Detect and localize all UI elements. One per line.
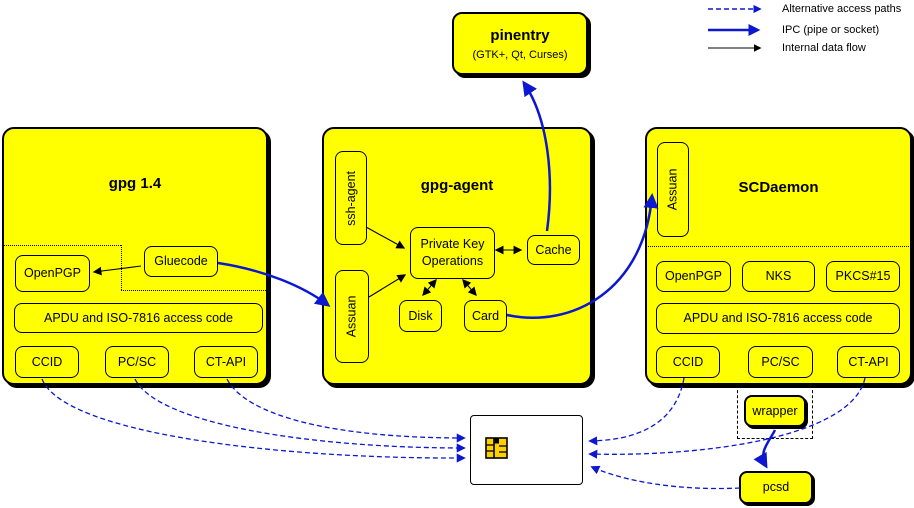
gpg14-ctapi-node: CT-API <box>194 346 258 378</box>
node-label: Operations <box>421 254 484 268</box>
node-label: ssh-agent <box>343 170 358 226</box>
scdaemon-ccid-node: CCID <box>656 346 720 378</box>
node-label: Cache <box>535 242 572 257</box>
legend-item-ipc: IPC (pipe or socket) <box>706 22 879 38</box>
gpg14-ccid-node: CCID <box>15 346 79 378</box>
gpg14-pcsc-node: PC/SC <box>105 346 169 378</box>
node-label: Gluecode <box>154 254 208 269</box>
node-label: OpenPGP <box>665 269 722 284</box>
node-label: PC/SC <box>117 354 157 369</box>
wrapper-node: wrapper <box>744 395 806 427</box>
card-code-boundary-line <box>121 245 122 290</box>
smartcard-chip-icon <box>485 437 508 459</box>
node-label: pcsd <box>762 480 790 495</box>
node-label: APDU and ISO-7816 access code <box>44 310 233 325</box>
gpg14-title: gpg 1.4 <box>108 175 162 192</box>
scdaemon-pcsc-node: PC/SC <box>748 346 813 378</box>
node-label: wrapper <box>752 403 798 418</box>
scdaemon-assuan-node: Assuan <box>657 142 689 237</box>
legend-label: IPC (pipe or socket) <box>782 24 880 36</box>
gpg-agent-assuan-node: Assuan <box>335 270 369 363</box>
scdaemon-title: SCDaemon <box>738 179 819 196</box>
gpg14-gluecode-node: Gluecode <box>144 246 218 277</box>
pinentry-box: pinentry (GTK+, Qt, Curses) <box>452 12 588 75</box>
pcsd-node: pcsd <box>739 471 813 504</box>
node-label: OpenPGP <box>24 266 81 281</box>
dashed-blue-arrow-icon <box>708 4 762 14</box>
gpg-agent-title: gpg-agent <box>420 177 494 194</box>
scdaemon-openpgp-node: OpenPGP <box>656 261 731 292</box>
pinentry-title: pinentry <box>490 26 550 44</box>
node-label: Assuan <box>344 295 359 338</box>
gpg14-box: gpg 1.4 OpenPGP Gluecode APDU and ISO-78… <box>2 127 268 385</box>
card-code-boundary-line <box>4 245 121 246</box>
solid-black-arrow-icon <box>708 44 762 52</box>
gpg-agent-box: gpg-agent ssh-agent Private Key Operatio… <box>322 127 592 385</box>
node-label: PKCS#15 <box>835 269 891 284</box>
solid-blue-arrow-icon <box>708 24 761 36</box>
pinentry-subtitle: (GTK+, Qt, Curses) <box>472 48 568 61</box>
scdaemon-nks-node: NKS <box>742 261 815 292</box>
scdaemon-pkcs15-node: PKCS#15 <box>826 261 900 292</box>
node-label: CCID <box>31 354 63 369</box>
node-label: APDU and ISO-7816 access code <box>683 311 873 326</box>
wrapper-dashed-zone: wrapper <box>737 385 813 439</box>
gpg-agent-disk-node: Disk <box>399 300 442 332</box>
legend-item-alternative: Alternative access paths <box>706 1 901 17</box>
node-label: Card <box>471 308 500 323</box>
legend-label: Internal data flow <box>782 42 866 54</box>
legend-item-internal: Internal data flow <box>706 40 866 56</box>
node-label: Assuan <box>665 168 680 211</box>
card-code-boundary-line <box>121 290 266 291</box>
gpg-agent-card-node: Card <box>464 300 507 332</box>
scdaemon-box: SCDaemon Assuan OpenPGP NKS PKCS#15 APDU… <box>645 127 912 385</box>
scdaemon-ctapi-node: CT-API <box>837 346 900 378</box>
node-label: CT-API <box>205 354 247 369</box>
node-label: PC/SC <box>761 354 800 369</box>
smartcard <box>470 415 583 485</box>
gpg-agent-ssh-agent-node: ssh-agent <box>335 151 367 245</box>
gpg14-apdu-node: APDU and ISO-7816 access code <box>14 303 263 333</box>
gpg-agent-private-key-operations-node: Private Key Operations <box>410 227 495 279</box>
node-label: CT-API <box>848 354 889 369</box>
scdaemon-divider-line <box>648 246 909 247</box>
gpg-agent-cache-node: Cache <box>527 235 580 265</box>
node-label: Private Key <box>420 237 485 252</box>
legend-label: Alternative access paths <box>782 3 902 15</box>
node-label: NKS <box>765 269 792 284</box>
scdaemon-apdu-node: APDU and ISO-7816 access code <box>656 303 900 334</box>
gpg14-openpgp-node: OpenPGP <box>15 255 90 292</box>
node-label: CCID <box>672 354 704 369</box>
node-label: Disk <box>408 308 433 323</box>
